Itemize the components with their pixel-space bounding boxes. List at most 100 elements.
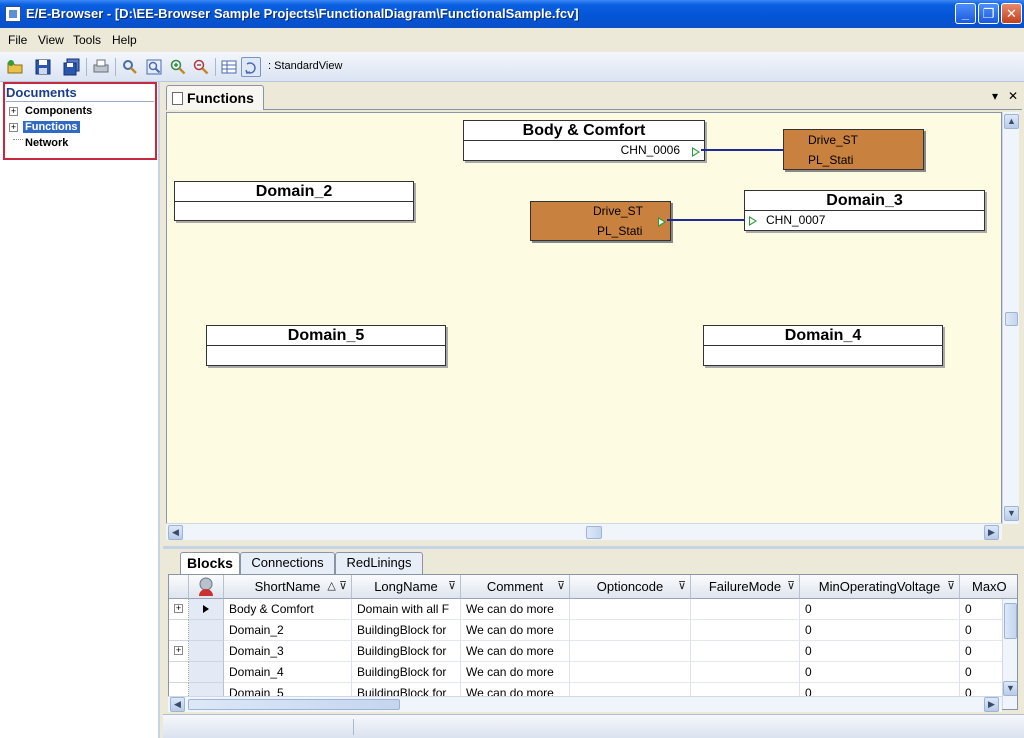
zoom-fit-icon[interactable] — [144, 57, 164, 77]
tree-item-functions[interactable]: Functions — [23, 121, 80, 133]
save-all-icon[interactable] — [62, 57, 82, 77]
grid-cell[interactable]: We can do more — [461, 599, 570, 620]
scroll-left-icon[interactable]: ◀ — [170, 697, 185, 712]
grid-cell[interactable]: 0 — [800, 662, 960, 683]
filter-icon[interactable]: ⊽ — [786, 580, 795, 592]
grid-cell[interactable]: We can do more — [461, 662, 570, 683]
row-header[interactable] — [189, 641, 224, 662]
scroll-down-icon[interactable]: ▼ — [1003, 681, 1017, 696]
open-icon[interactable] — [5, 57, 25, 77]
tab-close-icon[interactable]: ✕ — [1008, 89, 1019, 103]
grid-cell[interactable]: BuildingBlock for — [352, 662, 461, 683]
grid-cell[interactable]: 0 — [800, 641, 960, 662]
row-expander[interactable]: + — [169, 641, 189, 662]
block-body-comfort[interactable]: Body & Comfort CHN_0006 — [463, 120, 705, 161]
grid-cell[interactable]: Domain_4 — [224, 662, 352, 683]
restore-button[interactable]: ❐ — [978, 3, 999, 24]
column-header-optioncode[interactable]: Optioncode ⊽ — [570, 575, 691, 599]
find-icon[interactable] — [120, 57, 140, 77]
scroll-right-icon[interactable]: ▶ — [984, 697, 999, 712]
column-header-failuremode[interactable]: FailureMode ⊽ — [691, 575, 800, 599]
grid-cell[interactable] — [691, 620, 800, 641]
grid-cell[interactable] — [691, 641, 800, 662]
tab-blocks[interactable]: Blocks — [180, 552, 240, 575]
grid-cell[interactable]: We can do more — [461, 641, 570, 662]
canvas-horizontal-scrollbar[interactable]: ◀ ▶ — [166, 523, 1002, 540]
grid-view-icon[interactable] — [219, 57, 239, 77]
grid-cell[interactable]: We can do more — [461, 620, 570, 641]
column-header-minoperatingvoltage[interactable]: MinOperatingVoltage ⊽ — [800, 575, 960, 599]
grid-cell[interactable] — [691, 662, 800, 683]
scroll-thumb[interactable] — [188, 699, 400, 710]
menu-view[interactable]: View — [38, 33, 64, 47]
filter-icon[interactable]: ⊽ — [556, 580, 565, 592]
column-header-longname[interactable]: LongName ⊽ — [352, 575, 461, 599]
grid-cell[interactable]: Body & Comfort — [224, 599, 352, 620]
expand-icon[interactable]: + — [174, 645, 183, 655]
print-icon[interactable] — [91, 57, 111, 77]
grid-cell[interactable]: Domain_3 — [224, 641, 352, 662]
port-out-icon[interactable] — [692, 147, 700, 157]
grid-cell[interactable]: 0 — [800, 599, 960, 620]
expand-icon[interactable]: + — [9, 122, 18, 132]
column-chooser-icon[interactable] — [189, 575, 224, 599]
grid-cell[interactable] — [570, 599, 691, 620]
scroll-thumb[interactable] — [1004, 603, 1017, 639]
save-icon[interactable] — [33, 57, 53, 77]
grid-cell[interactable]: 0 — [960, 599, 1017, 620]
tree-item-components[interactable]: Components — [25, 105, 93, 117]
expand-icon[interactable]: + — [174, 603, 183, 613]
canvas-vertical-scrollbar[interactable]: ▲ ▼ — [1002, 112, 1019, 524]
zoom-in-icon[interactable] — [168, 57, 188, 77]
grid-cell[interactable]: 0 — [960, 620, 1017, 641]
scroll-thumb[interactable] — [586, 526, 602, 539]
grid-cell[interactable]: Domain with all F — [352, 599, 461, 620]
filter-icon[interactable]: ⊽ — [677, 580, 686, 592]
grid-cell[interactable] — [691, 599, 800, 620]
filter-icon[interactable]: ⊽ — [946, 580, 955, 592]
row-header[interactable] — [189, 620, 224, 641]
scroll-thumb[interactable] — [1005, 312, 1018, 326]
column-header-comment[interactable]: Comment ⊽ — [461, 575, 570, 599]
tree-item-network[interactable]: Network — [25, 137, 69, 149]
scroll-right-icon[interactable]: ▶ — [984, 525, 999, 540]
diagram-canvas[interactable]: Body & Comfort CHN_0006 Drive_ST PL_Stat… — [166, 112, 1002, 524]
grid-vertical-scrollbar[interactable]: ▼ — [1002, 599, 1017, 709]
zoom-out-icon[interactable] — [191, 57, 211, 77]
view-selector-icon[interactable] — [241, 57, 261, 77]
grid-cell[interactable] — [570, 641, 691, 662]
scroll-down-icon[interactable]: ▼ — [1004, 506, 1019, 521]
block-domain-3[interactable]: Domain_3 CHN_0007 — [744, 190, 985, 231]
block-domain-5[interactable]: Domain_5 — [206, 325, 446, 366]
row-expander[interactable]: + — [169, 599, 189, 620]
scroll-left-icon[interactable]: ◀ — [168, 525, 183, 540]
minimize-button[interactable]: _ — [955, 3, 976, 24]
grid-cell[interactable]: BuildingBlock for — [352, 641, 461, 662]
connection-line[interactable] — [701, 149, 789, 151]
row-header[interactable] — [189, 599, 224, 620]
close-button[interactable]: ✕ — [1001, 3, 1022, 24]
port-in-icon[interactable] — [749, 216, 757, 226]
grid-cell[interactable]: 0 — [960, 662, 1017, 683]
block-domain-2[interactable]: Domain_2 — [174, 181, 414, 221]
row-header[interactable] — [189, 662, 224, 683]
grid-cell[interactable]: 0 — [960, 641, 1017, 662]
grid-cell[interactable]: 0 — [800, 620, 960, 641]
grid-horizontal-scrollbar[interactable]: ◀ ▶ — [168, 696, 1002, 712]
tab-dropdown-icon[interactable]: ▾ — [992, 89, 999, 103]
menu-help[interactable]: Help — [112, 33, 137, 47]
filter-icon[interactable]: △ ⊽ — [327, 580, 347, 592]
function-block-2[interactable]: Drive_ST PL_Stati — [530, 201, 671, 241]
menu-file[interactable]: File — [8, 33, 28, 47]
column-header-shortname[interactable]: ShortName △ ⊽ — [224, 575, 352, 599]
grid-cell[interactable] — [570, 620, 691, 641]
tab-functions[interactable]: Functions — [166, 85, 264, 110]
block-domain-4[interactable]: Domain_4 — [703, 325, 943, 366]
menu-tools[interactable]: Tools — [73, 33, 102, 47]
function-block-1[interactable]: Drive_ST PL_Stati — [783, 129, 924, 170]
grid-cell[interactable]: Domain_2 — [224, 620, 352, 641]
grid-cell[interactable] — [570, 662, 691, 683]
tab-connections[interactable]: Connections — [240, 552, 335, 574]
expand-icon[interactable]: + — [9, 106, 18, 116]
port-out-icon[interactable] — [658, 217, 666, 227]
